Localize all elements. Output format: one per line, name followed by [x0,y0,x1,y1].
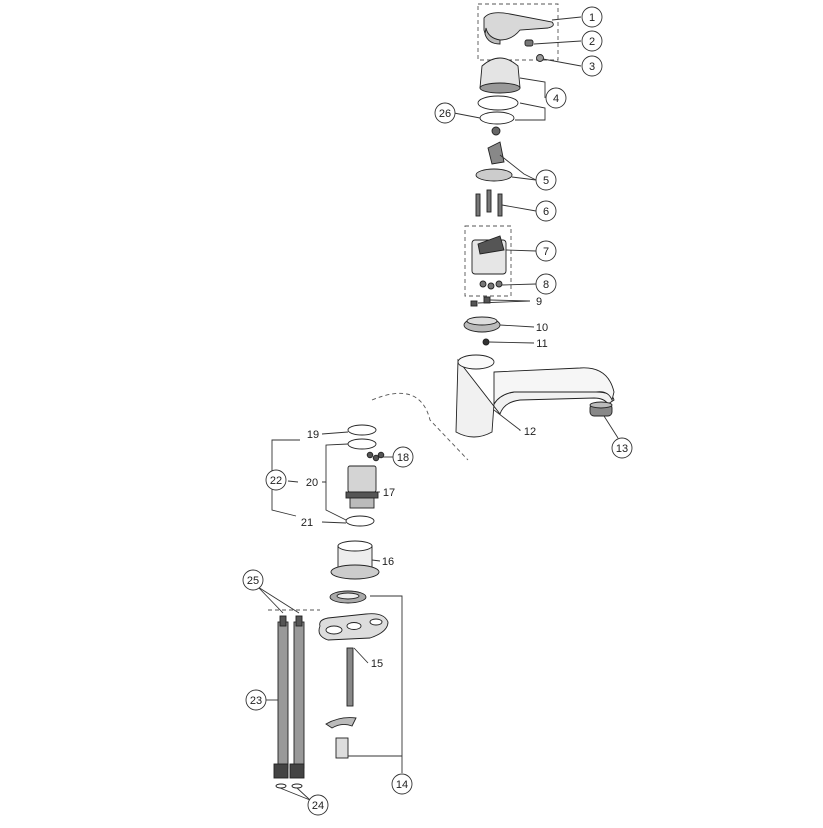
callout-18: 18 [392,446,414,468]
label-21: 21 [301,517,313,529]
svg-text:25: 25 [247,575,259,587]
callout-25: 25 [242,569,264,591]
svg-text:24: 24 [312,800,324,812]
label-20: 20 [306,477,318,489]
adapter-part [475,141,513,182]
callout-4: 4 [545,87,567,109]
svg-text:12: 12 [524,426,536,438]
spout-hidden-path [371,392,469,461]
label-17: 17 [383,487,395,499]
leader-lines [257,16,619,801]
ring-21 [345,515,375,527]
label-11: 11 [536,338,547,350]
lever-handle-part [483,12,554,45]
svg-text:10: 10 [536,322,548,334]
callout-22: 22 [265,469,287,491]
hose-washers-24 [275,783,303,789]
label-12: 12 [524,426,536,438]
pin-part [482,338,490,346]
svg-text:4: 4 [553,93,559,105]
callout-5: 5 [535,169,557,191]
svg-text:6: 6 [543,206,549,218]
svg-text:26: 26 [439,108,451,120]
callout-26: 26 [434,102,456,124]
callout-7: 7 [535,240,557,262]
svg-text:3: 3 [589,61,595,73]
ring-20-upper [347,438,377,450]
callout-14: 14 [391,773,413,795]
svg-text:16: 16 [382,556,394,568]
svg-text:18: 18 [397,452,409,464]
svg-text:14: 14 [396,779,408,791]
svg-text:20: 20 [306,477,318,489]
callout-2: 2 [581,30,603,52]
aerator-part [589,401,613,417]
cartridge-seals-part [479,280,503,290]
svg-text:23: 23 [250,695,262,707]
label-19: 19 [307,429,319,441]
spout-body-part [455,354,615,438]
dome-cover-part [479,57,521,94]
screws-part [470,296,491,307]
svg-text:15: 15 [371,658,383,670]
horseshoe-washer-part [325,717,357,729]
label-16: 16 [382,556,394,568]
set-screw-part [524,39,534,47]
diverter-17 [345,465,379,509]
cartridge-part [471,235,507,275]
callout-3: 3 [581,55,603,77]
svg-text:19: 19 [307,429,319,441]
svg-text:5: 5 [543,175,549,187]
handle-group-frame [477,3,559,61]
nut-part [335,737,349,759]
svg-text:8: 8 [543,279,549,291]
svg-text:17: 17 [383,487,395,499]
label-15: 15 [371,658,383,670]
o-ring-large [477,95,519,111]
sleeve-16 [330,540,380,580]
gasket-part [329,590,367,604]
svg-text:9: 9 [536,296,542,308]
svg-text:22: 22 [270,475,282,487]
hoses-23 [273,615,305,779]
base-plate-part [463,316,501,333]
small-seals-18 [366,451,385,462]
callout-23: 23 [245,689,267,711]
small-clip [491,126,501,136]
callout-6: 6 [535,200,557,222]
o-ring-26 [479,111,515,125]
svg-text:11: 11 [536,338,547,350]
threaded-rod-part [346,647,354,707]
mounting-plate-15 [318,613,389,641]
svg-text:1: 1 [589,12,595,24]
label-10: 10 [536,322,548,334]
svg-text:7: 7 [543,246,549,258]
ring-19 [347,424,377,436]
cap-plug-part [536,54,544,62]
callout-13: 13 [611,437,633,459]
cartridge-group-frame [464,225,512,297]
svg-text:21: 21 [301,517,313,529]
bolts-part [475,189,503,217]
callout-24: 24 [307,794,329,816]
callout-1: 1 [581,6,603,28]
svg-text:13: 13 [616,443,628,455]
callout-8: 8 [535,273,557,295]
label-9: 9 [536,296,542,308]
svg-text:2: 2 [589,36,595,48]
